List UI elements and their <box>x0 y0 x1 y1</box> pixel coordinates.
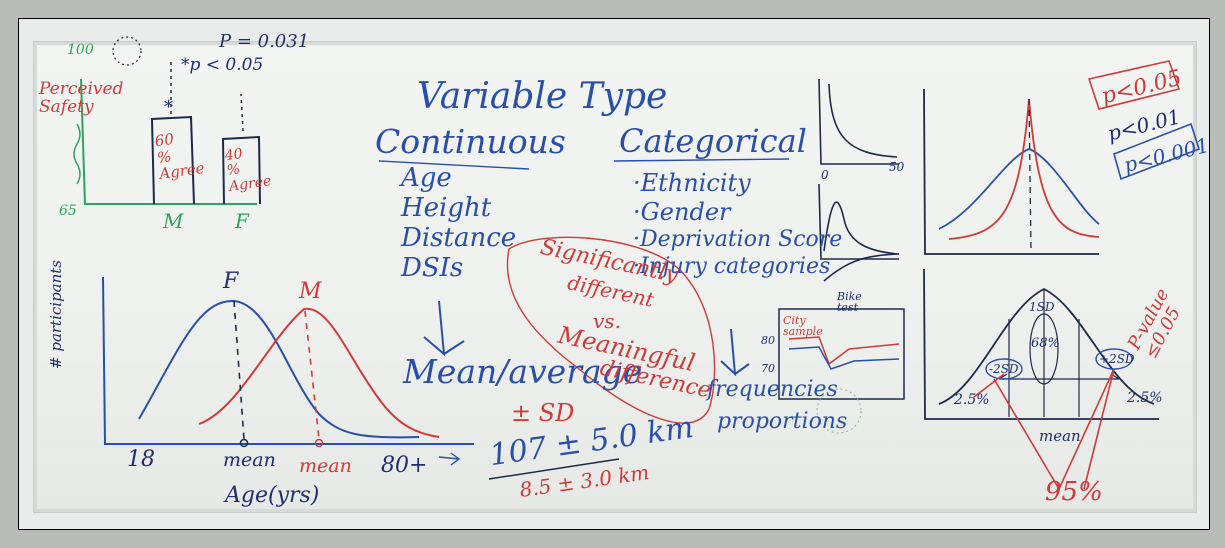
plus-2sd-label: +2SD <box>1099 352 1135 366</box>
whiteboard-surface <box>33 41 1197 513</box>
bar-f-label: 40 % Agree <box>223 145 273 195</box>
star-label: * <box>164 97 173 118</box>
list-item: Distance <box>401 223 517 253</box>
categorical-heading: Categorical <box>619 122 807 160</box>
x-max-label: 80+ <box>381 453 428 478</box>
normal-top-axis <box>923 88 1099 255</box>
categorical-summary-1: frequencies <box>707 377 838 402</box>
mean-f-label: mean <box>223 449 276 471</box>
mean-f-marker <box>239 438 249 448</box>
tail-line-right <box>1083 368 1115 490</box>
mean-m-line <box>304 310 320 440</box>
whiteboard-drawings <box>73 36 1200 491</box>
dist-xlabel: Age(yrs) <box>225 483 320 508</box>
continuous-summary: Mean/average <box>403 352 643 391</box>
red-v <box>993 368 1115 491</box>
p-box-3 <box>1113 122 1200 181</box>
categorical-summary-2: proportions <box>717 409 848 434</box>
spike-curve <box>823 201 898 255</box>
continuous-list: Age Height Distance DSIs <box>401 165 516 281</box>
mini-bike-label: Bike test <box>837 290 862 314</box>
example-underline <box>488 458 620 480</box>
right-tail-label: 2.5% <box>1127 390 1163 406</box>
continuous-heading: Continuous <box>375 122 566 161</box>
normal-bottom-axis <box>923 268 1159 420</box>
bar-cat-m: M <box>163 209 184 233</box>
p-less-label: *p < 0.05 <box>181 55 264 75</box>
normal-top-mean <box>1028 98 1032 252</box>
minus-2sd-label: -2SD <box>989 362 1019 376</box>
curve-m <box>198 307 440 438</box>
bar-chart-axis <box>80 78 257 205</box>
pct-68-label: 68% <box>1031 336 1060 351</box>
pct-95-label: 95% <box>1045 477 1103 507</box>
curve-f-label: F <box>223 269 239 294</box>
sd-label: ± SD <box>511 399 575 427</box>
tail-line-left <box>973 373 1005 398</box>
bar-chart-ylabel: Perceived Safety <box>39 79 124 117</box>
list-item: ·Deprivation Score <box>633 227 843 252</box>
decay-axis <box>818 78 899 165</box>
decay-axis-0: 0 <box>821 168 829 182</box>
normal-top-blue <box>938 148 1100 230</box>
mean-m-marker <box>314 438 324 448</box>
bar-f <box>221 135 261 205</box>
list-item: ·Injury categories <box>633 254 831 279</box>
significance-bracket <box>170 59 244 132</box>
normal-top-red <box>948 98 1100 240</box>
list-item: Height <box>401 193 492 223</box>
normal-bottom-lines <box>1008 289 1080 417</box>
curve-f <box>138 299 420 439</box>
categorical-list: ·Ethnicity ·Gender ·Deprivation Score ·I… <box>633 171 842 278</box>
x-min-label: 18 <box>127 447 155 472</box>
mini-chart-circle <box>816 388 862 434</box>
p-box-1 <box>1087 60 1181 110</box>
sd1-label: 1SD <box>1029 300 1055 314</box>
dist-axis <box>102 276 474 445</box>
significance-loop <box>506 236 716 424</box>
curve-m-label: M <box>299 279 322 304</box>
decay-axis-50: 50 <box>889 160 905 174</box>
mini-chart-frame <box>778 308 905 400</box>
mean-m-label: mean <box>299 455 352 477</box>
bar-chart-wavy-axis <box>73 123 81 185</box>
list-item: ·Gender <box>633 198 731 226</box>
board-title: Variable Type <box>417 76 668 117</box>
ellipse-68 <box>1029 313 1059 385</box>
spike-axis <box>818 183 899 260</box>
categorical-underline <box>613 158 790 162</box>
ramp-curve <box>823 253 900 282</box>
mini-tick-80: 80 <box>761 334 775 347</box>
list-item: Age <box>401 163 452 193</box>
right-mean-label: mean <box>1039 427 1081 445</box>
bar-m <box>150 115 195 205</box>
mini-city-label: City sample <box>783 314 823 338</box>
left-tail-label: 2.5% <box>954 392 990 408</box>
bar-chart-ybottom: 65 <box>59 203 77 219</box>
mini-chart-blue <box>788 346 900 370</box>
down-arrow-categorical <box>720 328 750 377</box>
whiteboard-photo: Perceived Safety 100 65 P = 0.031 *p < 0… <box>18 18 1210 530</box>
mean-f-line <box>233 300 245 440</box>
mini-tick-70: 70 <box>761 362 775 375</box>
ellipse-minus2 <box>985 358 1023 380</box>
continuous-underline <box>378 160 530 170</box>
bar-chart-ytop: 100 <box>67 42 94 58</box>
bar-m-label: 60 % Agree <box>153 129 206 183</box>
list-item: DSIs <box>401 253 464 283</box>
decay-curve <box>828 83 898 158</box>
x-arrow <box>438 452 461 466</box>
down-arrow-continuous <box>423 300 465 357</box>
sig-line-3: vs. <box>593 309 621 333</box>
list-item: ·Ethnicity <box>633 169 751 197</box>
bar-cat-f: F <box>235 209 249 233</box>
dotted-circle <box>112 36 142 66</box>
p-equal-label: P = 0.031 <box>219 31 310 52</box>
dist-ylabel: # participants <box>47 259 65 369</box>
